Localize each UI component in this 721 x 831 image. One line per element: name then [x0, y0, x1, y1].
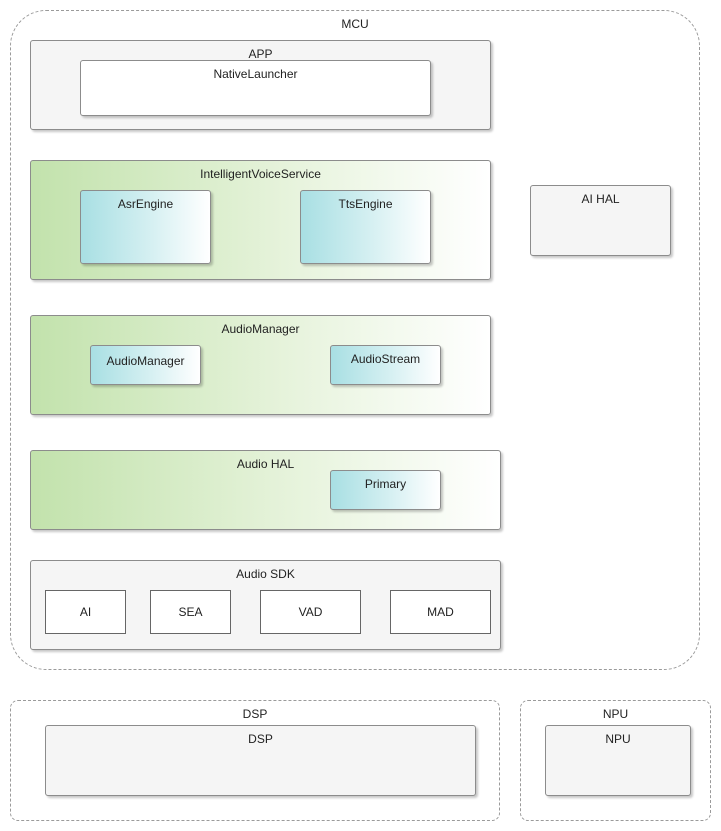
npu-container: NPU [520, 700, 711, 821]
app-title: APP [248, 47, 273, 61]
mcu-container: MCU [10, 10, 700, 670]
sdk-ai-block: AI [45, 590, 126, 634]
ai-hal-label: AI HAL [581, 192, 620, 206]
dsp-container: DSP [10, 700, 500, 821]
audio-manager-inner-block: AudioManager [90, 345, 201, 385]
sdk-sea-label: SEA [178, 605, 203, 619]
sdk-ai-label: AI [79, 605, 92, 619]
tts-engine-block: TtsEngine [300, 190, 431, 264]
npu-container-title: NPU [602, 707, 629, 721]
dsp-container-title: DSP [242, 707, 268, 721]
sdk-vad-block: VAD [260, 590, 361, 634]
npu-block-label: NPU [605, 732, 631, 746]
npu-block: NPU [545, 725, 691, 796]
sdk-mad-label: MAD [427, 605, 454, 619]
mcu-title: MCU [341, 17, 369, 31]
audio-sdk-title: Audio SDK [236, 567, 295, 581]
ai-hal-block: AI HAL [530, 185, 671, 256]
native-launcher-label: NativeLauncher [213, 67, 298, 81]
asr-engine-label: AsrEngine [117, 197, 174, 211]
asr-engine-block: AsrEngine [80, 190, 211, 264]
dsp-block-label: DSP [248, 732, 273, 746]
sdk-vad-label: VAD [298, 605, 323, 619]
audio-stream-label: AudioStream [350, 352, 421, 366]
primary-block: Primary [330, 470, 441, 510]
sdk-sea-block: SEA [150, 590, 231, 634]
primary-label: Primary [364, 477, 407, 491]
tts-engine-label: TtsEngine [338, 197, 393, 211]
audio-manager-inner-label: AudioManager [106, 354, 185, 368]
dsp-block: DSP [45, 725, 476, 796]
intelligent-voice-service-title: IntelligentVoiceService [200, 167, 321, 181]
audio-stream-block: AudioStream [330, 345, 441, 385]
audio-hal-title: Audio HAL [236, 457, 295, 471]
audio-manager-title: AudioManager [221, 322, 300, 336]
native-launcher-block: NativeLauncher [80, 60, 431, 116]
sdk-mad-block: MAD [390, 590, 491, 634]
